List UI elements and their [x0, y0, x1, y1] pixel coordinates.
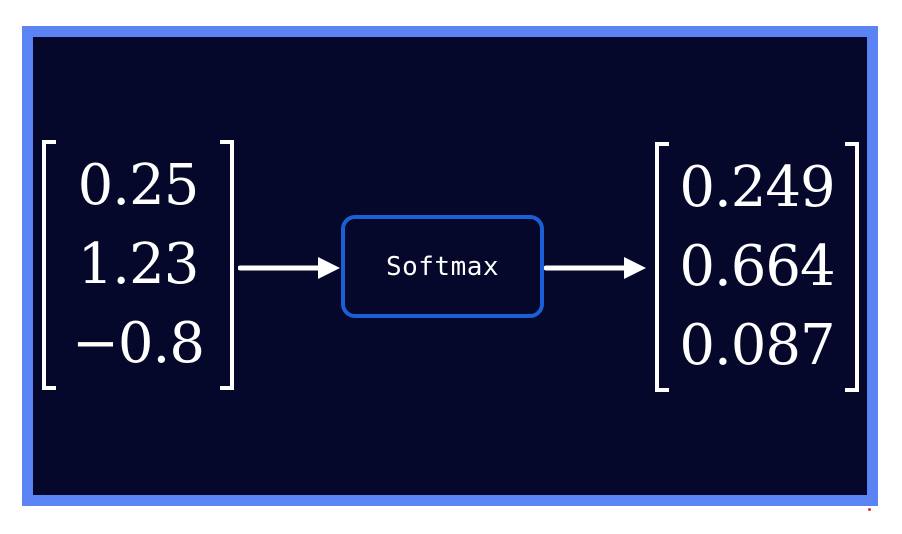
output-entry: 0.664: [679, 233, 835, 299]
input-entry: −0.8: [72, 311, 205, 377]
softmax-box: Softmax: [341, 215, 544, 318]
output-vector: 0.249 0.664 0.087: [655, 142, 859, 392]
arrow-icon: [238, 257, 340, 279]
arrow-icon: [544, 257, 646, 279]
softmax-label: Softmax: [385, 251, 500, 282]
output-entry: 0.249: [679, 154, 835, 220]
marker-dot: [868, 508, 871, 511]
output-entry: 0.087: [679, 313, 835, 379]
input-vector: 0.25 1.23 −0.8: [42, 140, 234, 390]
input-entry: 1.23: [77, 231, 200, 297]
input-entry: 0.25: [77, 152, 200, 218]
diagram-frame: [22, 26, 878, 506]
